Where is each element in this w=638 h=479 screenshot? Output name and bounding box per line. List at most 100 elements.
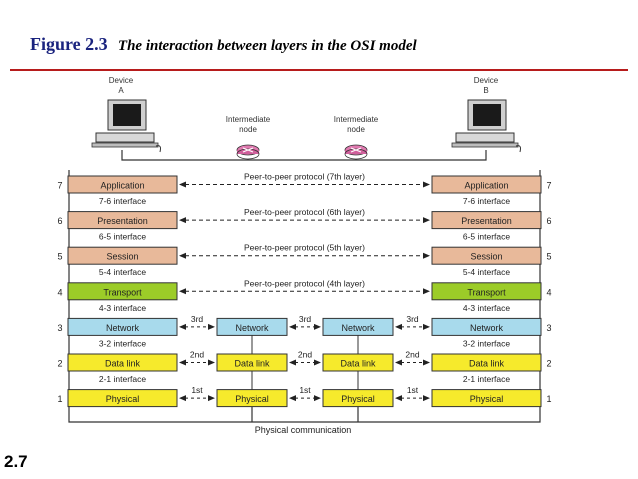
arrowhead-left — [289, 359, 296, 366]
computer-icon-device-b — [451, 99, 521, 153]
device-a-layer-box — [67, 317, 178, 336]
intermediate-node-2-line2: node — [347, 125, 365, 134]
device-a-layer-name: Session — [106, 252, 138, 262]
router-icon-1 — [236, 144, 260, 160]
device-a-layer-box — [67, 282, 178, 301]
layer-number-left: 7 — [57, 181, 62, 191]
intermediate-node-1-line2: node — [239, 125, 257, 134]
device-b-label-line1: Device — [474, 76, 499, 85]
arrowhead-right — [423, 217, 430, 224]
device-a-layer-box — [67, 175, 178, 194]
hop-label: 1st — [191, 385, 203, 395]
peer-protocol-label: Peer-to-peer protocol (4th layer) — [244, 278, 365, 288]
arrowhead-right — [208, 359, 215, 366]
device-a-layer-name: Application — [100, 181, 144, 191]
arrowhead-left — [179, 181, 186, 188]
device-b-layer-name: Presentation — [461, 216, 512, 226]
arrowhead-left — [289, 323, 296, 330]
arrowhead-left — [179, 217, 186, 224]
device-a-layer-box — [67, 246, 178, 265]
device-a-interface-label: 6-5 interface — [99, 232, 147, 242]
device-b-layer-name: Application — [464, 181, 508, 191]
device-a-layer-box — [67, 389, 178, 408]
device-b-interface-label: 3-2 interface — [463, 338, 511, 348]
device-a-interface-label: 7-6 interface — [99, 196, 147, 206]
arrowhead-right — [314, 359, 321, 366]
hop-label: 3rd — [299, 314, 312, 324]
device-a-layer-name: Presentation — [97, 216, 148, 226]
device-a-layer-name: Transport — [103, 287, 142, 297]
device-b-layer-name: Session — [470, 252, 502, 262]
physical-communication-line — [68, 406, 541, 423]
device-b-interface-label: 7-6 interface — [463, 196, 511, 206]
arrowhead-left — [179, 252, 186, 259]
arrowhead-right — [208, 323, 215, 330]
arrowhead-right — [423, 359, 430, 366]
arrowhead-right — [423, 288, 430, 295]
layer-number-left: 4 — [57, 287, 62, 297]
device-b-layer-box — [431, 282, 542, 301]
device-b-layer-name: Network — [470, 323, 504, 333]
arrowhead-right — [208, 395, 215, 402]
device-a-label-line1: Device — [109, 76, 134, 85]
device-a-layer-name: Physical — [106, 394, 140, 404]
figure-caption: The interaction between layers in the OS… — [117, 38, 417, 54]
device-b-layer-box — [431, 175, 542, 194]
arrowhead-right — [314, 323, 321, 330]
device-a-interface-label: 3-2 interface — [99, 338, 147, 348]
peer-protocol-label: Peer-to-peer protocol (6th layer) — [244, 207, 365, 217]
device-a-interface-label: 2-1 interface — [99, 374, 147, 384]
device-b-layer-box — [431, 353, 542, 372]
device-a-layer-name: Data link — [105, 359, 141, 369]
intermediate-node-1-line1: Intermediate — [226, 115, 271, 124]
layer-number-right: 3 — [546, 323, 551, 333]
arrowhead-left — [179, 323, 186, 330]
device-b-layer-box — [431, 246, 542, 265]
device-b-layer-box — [431, 211, 542, 230]
arrowhead-right — [423, 323, 430, 330]
device-b-interface-label: 5-4 interface — [463, 267, 511, 277]
device-a-interface-label: 4-3 interface — [99, 303, 147, 313]
device-b-layer-box — [431, 317, 542, 336]
arrowhead-right — [423, 395, 430, 402]
device-a-layer-box — [67, 353, 178, 372]
arrowhead-left — [395, 323, 402, 330]
top-network-line — [121, 150, 487, 161]
device-b-layer-name: Physical — [470, 394, 504, 404]
hop-label: 1st — [407, 385, 419, 395]
intermediate-node-layer-name: Physical — [341, 394, 375, 404]
peer-protocol-label: Peer-to-peer protocol (5th layer) — [244, 243, 365, 253]
intermediate-node-layer-name: Network — [235, 323, 269, 333]
device-b-interface-label: 4-3 interface — [463, 303, 511, 313]
device-a-layer-name: Network — [106, 323, 140, 333]
intermediate-node-2-line1: Intermediate — [334, 115, 379, 124]
hop-label: 2nd — [298, 350, 312, 360]
peer-protocol-label: Peer-to-peer protocol (7th layer) — [244, 172, 365, 182]
arrowhead-right — [314, 395, 321, 402]
arrowhead-left — [179, 395, 186, 402]
layer-number-left: 5 — [57, 252, 62, 262]
figure-title: Figure 2.3 The interaction between layer… — [30, 34, 417, 55]
arrowhead-left — [395, 395, 402, 402]
device-b-layer-name: Transport — [467, 287, 506, 297]
layer-number-right: 6 — [546, 216, 551, 226]
computer-icon-device-a — [91, 99, 161, 153]
layer-number-right: 2 — [546, 359, 551, 369]
layer-number-left: 6 — [57, 216, 62, 226]
layer-number-right: 5 — [546, 252, 551, 262]
device-b-layer-name: Data link — [469, 359, 505, 369]
intermediate-node-layer-name: Physical — [235, 394, 269, 404]
intermediate-node-layer-name: Network — [341, 323, 375, 333]
arrowhead-left — [179, 359, 186, 366]
device-a-layer-box — [67, 211, 178, 230]
intermediate-node-layer-name: Data link — [234, 359, 270, 369]
intermediate-node-layer-name: Data link — [340, 359, 376, 369]
hop-label: 3rd — [191, 314, 204, 324]
layer-number-right: 7 — [546, 181, 551, 191]
layer-number-left: 2 — [57, 359, 62, 369]
device-b-interface-label: 2-1 interface — [463, 374, 511, 384]
layer-number-left: 1 — [57, 394, 62, 404]
device-a-interface-label: 5-4 interface — [99, 267, 147, 277]
layer-number-right: 1 — [546, 394, 551, 404]
